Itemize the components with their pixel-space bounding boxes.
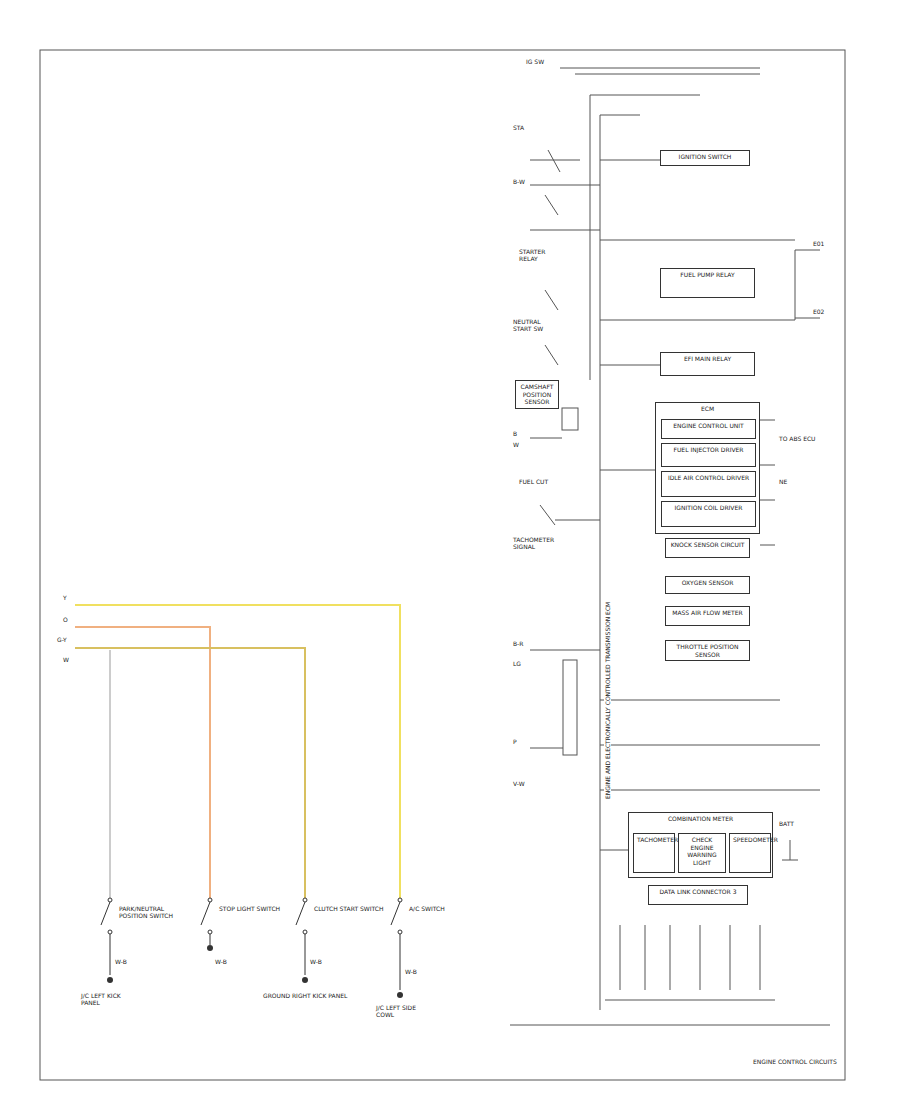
wire-label: CLUTCH START SWITCH bbox=[313, 905, 387, 912]
component-label: SPEEDOMETER bbox=[733, 836, 767, 844]
wire-label: B-W bbox=[512, 178, 526, 185]
component-box: KNOCK SENSOR CIRCUIT bbox=[665, 538, 750, 558]
component-box: DATA LINK CONNECTOR 3 bbox=[648, 885, 748, 905]
wire-label: LG bbox=[512, 660, 522, 667]
component-box: ECM ENGINE CONTROL UNIT FUEL INJECTOR DRIV… bbox=[655, 402, 760, 534]
wire-label: W-B bbox=[114, 958, 128, 965]
wire-label: W bbox=[62, 656, 70, 663]
component-box: ENGINE CONTROL UNIT bbox=[661, 419, 756, 439]
wire-label: J/C LEFT KICK PANEL bbox=[80, 992, 142, 1006]
component-box: OXYGEN SENSOR bbox=[665, 576, 750, 594]
wire-label: Y bbox=[62, 594, 68, 601]
component-label: IGNITION COIL DRIVER bbox=[665, 504, 752, 512]
component-label: CAMSHAFT POSITION SENSOR bbox=[519, 383, 555, 406]
wire-label: J/C LEFT SIDE COWL bbox=[375, 1004, 437, 1018]
wire-label: E01 bbox=[812, 240, 825, 247]
wire-label: BATT bbox=[778, 820, 795, 827]
component-box: IGNITION SWITCH bbox=[660, 150, 750, 166]
component-label: COMBINATION METER bbox=[632, 815, 769, 823]
component-label: EFI MAIN RELAY bbox=[664, 355, 751, 363]
wire-label: PARK/NEUTRAL POSITION SWITCH bbox=[118, 905, 192, 919]
component-box: TACHOMETER bbox=[633, 833, 675, 873]
component-label: THROTTLE POSITION SENSOR bbox=[669, 643, 746, 658]
component-label: FUEL INJECTOR DRIVER bbox=[665, 446, 752, 454]
wire-label: NEUTRAL START SW bbox=[512, 318, 554, 332]
component-box: COMBINATION METER TACHOMETER CHECK ENGINE … bbox=[628, 812, 773, 878]
component-label: MASS AIR FLOW METER bbox=[669, 609, 746, 617]
wire-label: B bbox=[512, 430, 518, 437]
wire-label: G-Y bbox=[56, 636, 68, 643]
wire-label: IG SW bbox=[525, 58, 545, 65]
component-label: FUEL PUMP RELAY bbox=[664, 271, 751, 279]
frame bbox=[40, 50, 845, 1080]
component-label: IGNITION SWITCH bbox=[664, 153, 746, 161]
wire-label: TACHOMETER SIGNAL bbox=[512, 536, 558, 550]
wire-label: V-W bbox=[512, 780, 526, 787]
wire-label: B-R bbox=[512, 640, 524, 647]
wire-label: A/C SWITCH bbox=[408, 905, 470, 912]
component-box: FUEL PUMP RELAY bbox=[660, 268, 755, 298]
component-label: KNOCK SENSOR CIRCUIT bbox=[669, 541, 746, 549]
wire-label: FUEL CUT bbox=[518, 478, 549, 485]
component-box: MASS AIR FLOW METER bbox=[665, 606, 750, 626]
wire-label: W-B bbox=[214, 958, 228, 965]
component-box: IDLE AIR CONTROL DRIVER bbox=[661, 471, 756, 497]
component-box: SPEEDOMETER bbox=[729, 833, 771, 873]
component-label: CHECK ENGINE WARNING LIGHT bbox=[682, 836, 722, 866]
wire-label: E02 bbox=[812, 308, 825, 315]
wire-label: P bbox=[512, 738, 518, 745]
component-box: FUEL INJECTOR DRIVER bbox=[661, 443, 756, 467]
wire-label: TO ABS ECU bbox=[778, 435, 820, 442]
component-label: IDLE AIR CONTROL DRIVER bbox=[665, 474, 752, 482]
component-box: THROTTLE POSITION SENSOR bbox=[665, 640, 750, 661]
module-name: ENGINE AND ELECTRONICALLY CONTROLLED TRA… bbox=[604, 601, 611, 800]
component-label: DATA LINK CONNECTOR 3 bbox=[652, 888, 744, 896]
wire-label: NE bbox=[778, 478, 788, 485]
wire-label: STARTER RELAY bbox=[518, 248, 556, 262]
wire-label: W bbox=[512, 441, 520, 448]
component-label: TACHOMETER bbox=[637, 836, 671, 844]
wire-label: STA bbox=[512, 124, 525, 131]
wire-label: W-B bbox=[404, 968, 418, 975]
component-label: ECM bbox=[659, 405, 756, 413]
component-box: EFI MAIN RELAY bbox=[660, 352, 755, 376]
wire-label: ENGINE CONTROL CIRCUITS bbox=[752, 1058, 844, 1065]
wire-label: W-B bbox=[309, 958, 323, 965]
component-box: CHECK ENGINE WARNING LIGHT bbox=[678, 833, 726, 873]
wire-label: GROUND RIGHT KICK PANEL bbox=[262, 992, 354, 999]
wire-label: STOP LIGHT SWITCH bbox=[218, 905, 292, 912]
wire-label: O bbox=[62, 616, 69, 623]
component-box: IGNITION COIL DRIVER bbox=[661, 501, 756, 527]
component-box: CAMSHAFT POSITION SENSOR bbox=[515, 380, 559, 409]
component-label: ENGINE CONTROL UNIT bbox=[665, 422, 752, 430]
component-label: OXYGEN SENSOR bbox=[669, 579, 746, 587]
